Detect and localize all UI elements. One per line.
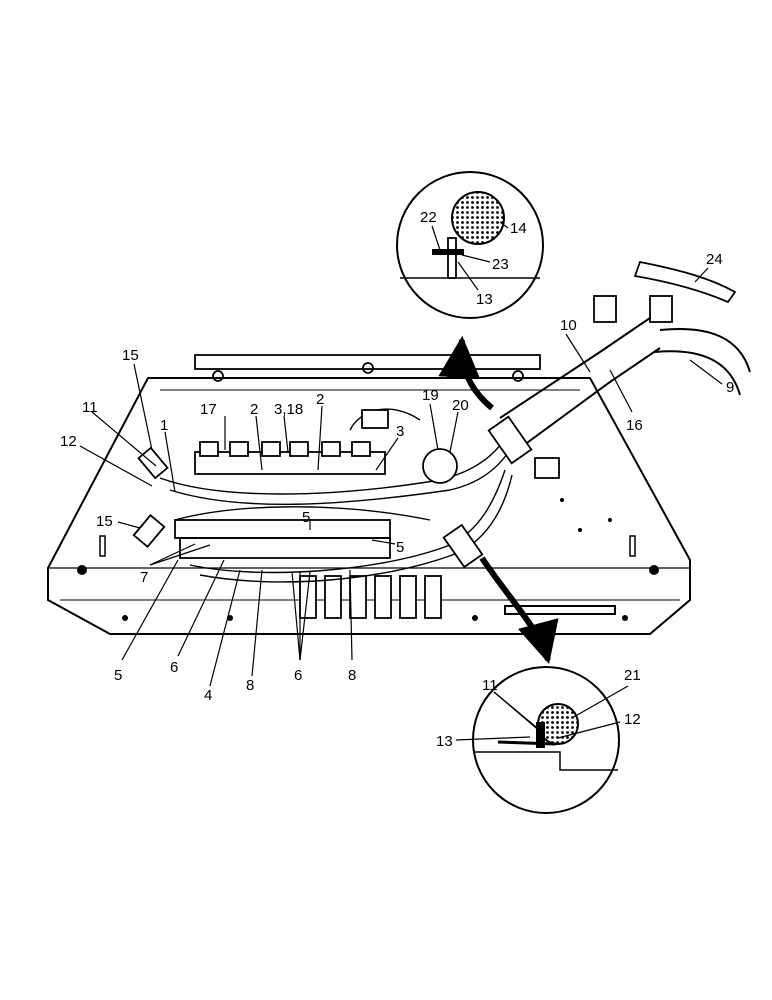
wire-bundle: [159, 408, 516, 583]
top-mounting-rail: [194, 354, 541, 382]
callout-8-left: 8: [246, 677, 254, 694]
callout-8-right: 8: [348, 667, 356, 684]
panel-slot-left: [99, 535, 106, 557]
callout-15-top: 15: [122, 347, 139, 364]
callout-23: 23: [492, 256, 509, 273]
callout-11: 11: [82, 399, 98, 416]
callout-22: 22: [420, 209, 437, 226]
callout-11-bottom: 11: [482, 677, 498, 694]
callout-20: 20: [452, 397, 469, 414]
callout-13-top: 13: [476, 291, 493, 308]
clamp-lower: [442, 523, 484, 569]
callout-6-mid: 6: [294, 667, 302, 684]
cable-24: [633, 260, 737, 304]
detail-top: [396, 171, 544, 319]
callout-3-18: 3,18: [274, 401, 303, 418]
callouts-detail-top: 22 14 23 13: [420, 209, 527, 308]
callout-12-bottom: 12: [624, 711, 641, 728]
callout-4: 4: [204, 687, 212, 704]
callout-5-right: 5: [396, 539, 404, 556]
callout-15-bottom: 15: [96, 513, 113, 530]
grommet-19: [422, 448, 458, 484]
callout-2-right: 2: [316, 391, 324, 408]
ring-terminals-15: [132, 446, 169, 549]
panel-fasteners: [77, 468, 659, 621]
fuse-connectors: [299, 575, 442, 619]
panel-slot-right: [629, 535, 636, 557]
detail-arrow-bottom: [479, 556, 559, 665]
callouts-detail-bottom: 11 21 12 13: [436, 667, 641, 750]
callout-13-bottom: 13: [436, 733, 453, 750]
clip-bracket: [447, 237, 457, 279]
terminal-strip-lower: [174, 519, 391, 559]
callout-3: 3: [396, 423, 404, 440]
callout-17: 17: [200, 401, 217, 418]
callouts-main: 1 2 2 3 3,18 4 5 5 5 6 6 7 8 8 9 10 11 1…: [60, 251, 734, 704]
panel-slot: [504, 605, 616, 615]
callout-5-left: 5: [114, 667, 122, 684]
callout-12: 12: [60, 433, 77, 450]
mounting-panel: [47, 377, 691, 635]
detail-arrow-top: [438, 335, 494, 411]
callout-6-left: 6: [170, 659, 178, 676]
callout-5-mid: 5: [302, 509, 310, 526]
bolt-22: [432, 249, 464, 255]
callout-14: 14: [510, 220, 527, 237]
harness-connectors: [361, 295, 673, 479]
callout-24: 24: [706, 251, 723, 268]
callout-19: 19: [422, 387, 439, 404]
leader-lines: [79, 221, 723, 741]
detail-bottom: [472, 666, 620, 814]
callout-21: 21: [624, 667, 641, 684]
callout-7: 7: [140, 569, 148, 586]
callout-1: 1: [160, 417, 168, 434]
callout-2-left: 2: [250, 401, 258, 418]
callout-16: 16: [626, 417, 643, 434]
harness-conduit: [499, 317, 751, 449]
clamp-10: [487, 415, 533, 465]
relay-strip-upper: [194, 441, 386, 475]
cable-bundle-14: [451, 191, 505, 245]
bolt-bottom: [536, 722, 545, 748]
callout-10: 10: [560, 317, 577, 334]
callout-9: 9: [726, 379, 734, 396]
